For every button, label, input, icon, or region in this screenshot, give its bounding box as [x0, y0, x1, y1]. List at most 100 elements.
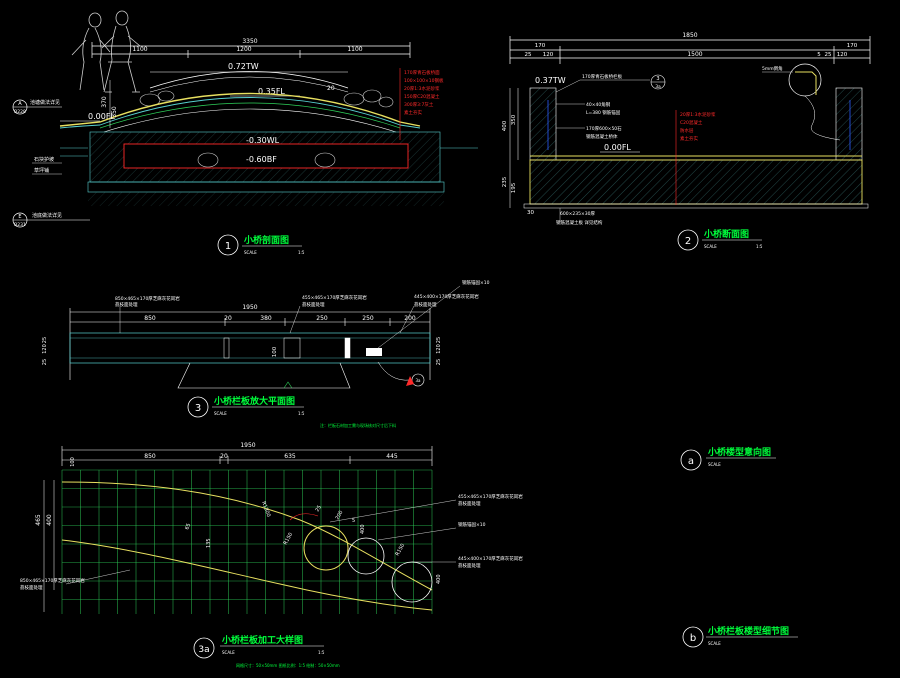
detail-b-title: 小桥栏板楼型细节图	[707, 625, 789, 637]
d1-elev-top: 0.72TW	[228, 62, 259, 71]
d2-detail-label: 5mm倒角	[762, 65, 783, 72]
d3a-label-3: 钢筋锚固×10	[458, 521, 486, 528]
d3a-title: 小桥栏板加工大样图	[221, 634, 303, 646]
d3-break-mark	[283, 381, 293, 389]
d3a-curve-bottom	[61, 539, 433, 611]
d2-leader-5: 钢筋混凝土桥体	[586, 133, 618, 140]
d3-left-dim-2: 120	[42, 344, 48, 354]
title-block-3a: 3a 小桥栏板加工大样图 SCALE 1:5	[193, 634, 325, 659]
callout-bottom-text: 池底做法详见	[32, 212, 62, 219]
detail-b-scale-label: SCALE	[708, 641, 721, 646]
d3-anchor-note: 钢筋锚固×10	[462, 279, 490, 286]
title-block-2: 2 小桥断面图 SCALE 1:5	[677, 228, 763, 251]
d3a-left-dim-2: 400	[46, 514, 53, 526]
d3a-dim-2: 20	[220, 453, 228, 460]
d1-right-notes: 170厚青石板桥面 100×100×10钢板 20厚1:3水泥砂浆 150厚C2…	[399, 68, 444, 140]
d3-left-dim-3: 25	[42, 359, 48, 365]
d2-leader-2: 40×40角钢	[586, 101, 611, 108]
d3a-circle-1	[303, 525, 349, 571]
d3a-label-7: 荔枝面处理	[20, 584, 43, 591]
d1-elev-bottom: -0.60BF	[246, 155, 277, 164]
drawing-1-bridge-section: 3350 1100 1200 1100 0.72TW 0.35FL	[12, 10, 478, 256]
d2-bottom-note-2: 钢筋混凝土板 详见结构	[556, 219, 603, 226]
d3a-circle-2	[347, 537, 385, 575]
d2-leader-4: 170厚600×50石	[586, 126, 622, 132]
water-channel	[123, 143, 409, 169]
d1-left-note-2: 草坪铺	[34, 167, 49, 174]
d3a-footnote: 网格尺寸：50×50mm 图纸比例：1:5 绘制：50×50mm	[236, 662, 340, 668]
callout-left-text: 池塘做法详见	[30, 99, 60, 106]
d3a-dim-1: 850	[144, 453, 156, 460]
d2-detail-ref: 3 3a	[650, 74, 666, 90]
railing-arch-inner	[149, 76, 349, 93]
ground-base	[88, 192, 444, 206]
d3a-label-1: 455×465×170厚芝麻灰花岗岩	[458, 493, 523, 500]
d1-sub-dim-3: 1100	[347, 46, 362, 53]
d1-sub-dim-2: 1200	[236, 46, 251, 53]
d2-red-note-3: 防水层	[680, 127, 694, 134]
d2-elev-floor: 0.00FL	[604, 143, 631, 152]
d1-mid-dim: 20	[327, 85, 335, 92]
d1-vert-dim-2: 350	[111, 106, 118, 118]
d2-scale: 1:5	[756, 244, 763, 249]
bridge-deck-underside	[103, 108, 397, 133]
d3-sublabel-3: 荔枝面处理	[414, 301, 437, 308]
d2-vert-dim-1: 400	[502, 120, 508, 131]
d3-joint-3	[344, 337, 351, 359]
d2-center-dim: 1500	[687, 51, 702, 58]
d3a-label-6: 850×465×170厚芝麻灰花岗岩	[20, 577, 85, 584]
title-block-3: 3 小桥栏板放大平面图 SCALE 1:5	[187, 395, 305, 418]
detail-a-title: 小桥楼型意向图	[707, 446, 771, 458]
d3-scale-label: SCALE	[214, 411, 227, 416]
d3-sublabel-1: 荔枝面处理	[115, 301, 138, 308]
d2-red-note-1: 20厚1:3水泥砂浆	[680, 111, 716, 118]
d3-inner-dim: 100	[272, 346, 278, 357]
d2-detail-ref-sheet: 3a	[655, 84, 661, 90]
d3-label-1: 850×465×170厚芝麻灰花岗岩	[115, 295, 180, 302]
d3-dim-5: 250	[362, 315, 374, 322]
d3-left-dim-1: 25	[42, 337, 48, 343]
d3a-red-arc	[289, 513, 319, 521]
d1-note-6: 素土夯实	[404, 109, 422, 116]
d3-right-dim-2: 120	[436, 344, 442, 354]
detail-a-scale-label: SCALE	[708, 462, 721, 467]
d2-vert-dim-2: 350	[511, 114, 517, 125]
d3-railing-strip	[69, 332, 431, 364]
d2-right-dim-1: 5	[817, 52, 821, 58]
d1-number: 1	[225, 241, 231, 252]
d3-dim-1: 850	[144, 315, 156, 322]
railing-arch-top	[149, 71, 349, 89]
d2-base	[523, 203, 869, 209]
dim-lines-1	[91, 42, 411, 58]
d3-support	[177, 362, 351, 389]
d3a-misc-7: 400	[436, 574, 442, 584]
title-block-a: a 小桥楼型意向图 SCALE	[680, 446, 776, 471]
title-block-b: b 小桥栏板楼型细节图 SCALE	[682, 625, 798, 648]
callout-left-ref: B228	[14, 109, 26, 115]
d2-right-dim-2: 25	[825, 52, 832, 58]
d3-dim-4: 250	[316, 315, 328, 322]
d2-bottom-note: 600×235×30厚	[560, 211, 595, 217]
d2-slab	[529, 159, 863, 205]
d2-vert-dim-4: 195	[511, 182, 517, 193]
d3a-misc-5: 65	[184, 523, 192, 531]
d3a-radius-2: R150	[283, 532, 295, 546]
d1-note-2: 100×100×10钢板	[404, 77, 444, 84]
d3a-misc-1: 25	[315, 504, 323, 513]
d2-left-dim-3: 120	[543, 52, 554, 58]
d2-elev-top: 0.37TW	[535, 76, 566, 85]
d2-leaders: 170厚青石板桥栏板 40×40角钢 L=380 钢筋锚固 170厚600×50…	[555, 73, 650, 140]
d3a-misc-4: 135	[206, 538, 212, 548]
d3a-label-4: 445×400×170厚芝麻灰花岗岩	[458, 555, 523, 562]
callout-bottom-ref: B231	[14, 222, 26, 228]
d3a-scale: 1:5	[318, 650, 325, 655]
callout-bottom: E B231 池底做法详见	[12, 212, 90, 228]
d3-scale: 1:5	[298, 411, 305, 416]
d3-callout-ref-text: 3a	[416, 378, 422, 383]
d3a-grid	[61, 469, 433, 614]
d2-bottom-dim: 30	[527, 210, 534, 216]
d3a-small-dim: 100	[70, 457, 76, 467]
d3-footnote: 注：栏板石材加工需与现场核对尺寸后下料	[320, 422, 396, 428]
channel-stones	[197, 152, 336, 168]
